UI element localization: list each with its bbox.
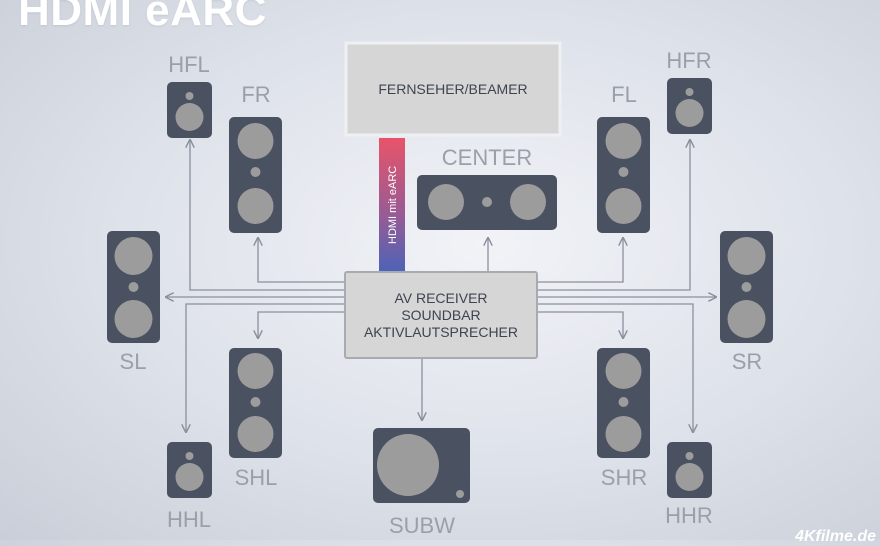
brand-logo: 4Kfilme.de <box>795 528 876 545</box>
speaker-sl <box>107 231 160 343</box>
tv-label: FERNSEHER/BEAMER <box>378 81 527 97</box>
speaker-hhl <box>167 442 212 498</box>
label-subw: SUBW <box>389 513 455 538</box>
receiver-line-3: AKTIVLAUTSPRECHER <box>364 324 518 340</box>
hdmi-cable: HDMI mit eARC <box>379 138 405 272</box>
label-shr: SHR <box>601 465 647 490</box>
label-hfl: HFL <box>168 52 210 77</box>
hdmi-label: HDMI mit eARC <box>387 166 399 244</box>
label-sr: SR <box>732 349 763 374</box>
receiver-line-1: AV RECEIVER <box>394 290 487 306</box>
speaker-hfr <box>667 78 712 134</box>
label-hhl: HHL <box>167 507 211 532</box>
speaker-fl <box>597 117 650 233</box>
line-hfl <box>190 140 345 291</box>
speaker-shl <box>229 348 282 458</box>
line-fl <box>537 238 623 283</box>
tv-box: FERNSEHER/BEAMER <box>344 41 562 137</box>
label-hhr: HHR <box>665 503 713 528</box>
line-hhr <box>537 303 693 432</box>
connection-lines <box>166 140 716 432</box>
speaker-shr <box>597 348 650 458</box>
label-sl: SL <box>120 349 147 374</box>
line-shl <box>258 311 345 338</box>
label-center: CENTER <box>442 145 532 170</box>
line-hhl <box>186 303 345 432</box>
speaker-sr <box>720 231 773 343</box>
speaker-hfl <box>167 82 212 138</box>
speaker-subw <box>373 428 470 503</box>
line-shr <box>537 311 623 338</box>
label-hfr: HFR <box>666 48 711 73</box>
label-fr: FR <box>241 82 270 107</box>
diagram-title: HDMI eARC <box>18 0 267 35</box>
receiver-box: AV RECEIVER SOUNDBAR AKTIVLAUTSPRECHER <box>344 271 538 359</box>
label-shl: SHL <box>235 465 278 490</box>
receiver-line-2: SOUNDBAR <box>401 307 480 323</box>
speaker-center <box>417 175 557 230</box>
line-hfr <box>537 140 690 291</box>
line-fr <box>258 238 345 283</box>
speaker-hhr <box>667 442 712 498</box>
label-fl: FL <box>611 82 637 107</box>
speaker-fr <box>229 117 282 233</box>
